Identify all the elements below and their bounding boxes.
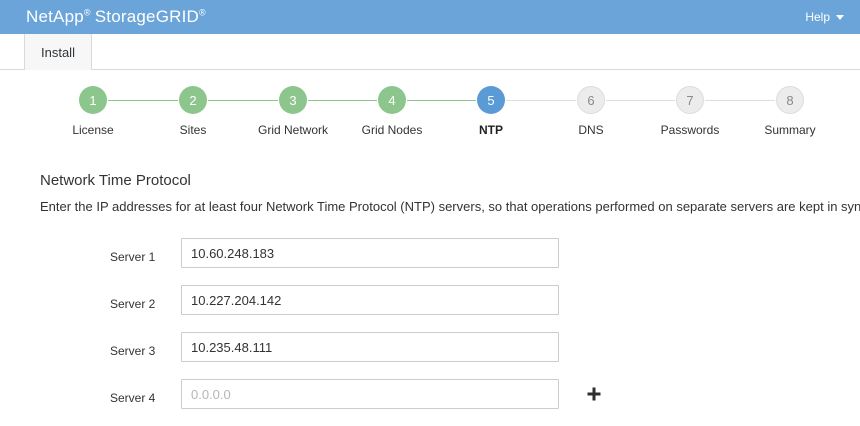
server-label: Server 4	[110, 391, 156, 405]
step-number-badge: 8	[776, 86, 804, 114]
step-label: Grid Nodes	[361, 123, 423, 137]
step-connector	[506, 100, 576, 101]
server-ip-input-4[interactable]	[181, 379, 559, 409]
step-number-badge: 6	[577, 86, 605, 114]
step-connector	[308, 100, 377, 101]
step-connector	[108, 100, 178, 101]
server-ip-input-2[interactable]	[181, 285, 559, 315]
step-number-badge: 2	[179, 86, 207, 114]
ntp-server-row: Server 4	[0, 379, 860, 426]
step-label: NTP	[479, 123, 503, 137]
ntp-server-form: Server 1 Server 2 Server 3 Server 4	[0, 238, 860, 426]
app-banner: NetApp®StorageGRID® Help	[0, 0, 860, 34]
ntp-server-row: Server 2	[0, 285, 860, 332]
step-number-badge: 7	[676, 86, 704, 114]
brand-storagegrid: StorageGRID	[94, 7, 199, 26]
step-number-badge: 1	[79, 86, 107, 114]
help-menu[interactable]: Help	[805, 0, 844, 34]
brand-logo: NetApp®StorageGRID®	[26, 7, 206, 27]
step-number-badge: 3	[279, 86, 307, 114]
step-number-badge: 4	[378, 86, 406, 114]
step-label: Summary	[764, 123, 816, 137]
step-label: Passwords	[660, 123, 720, 137]
page-title: Network Time Protocol	[40, 172, 191, 189]
ntp-server-row: Server 3	[0, 332, 860, 379]
help-label: Help	[805, 10, 830, 24]
tab-install-label: Install	[41, 44, 75, 60]
step-connector	[606, 100, 675, 101]
server-ip-input-3[interactable]	[181, 332, 559, 362]
step-number-badge: 5	[477, 86, 505, 114]
step-connector	[407, 100, 476, 101]
plus-icon	[587, 387, 601, 401]
netapp-registered-icon: ®	[83, 7, 91, 18]
add-server-button[interactable]	[584, 384, 604, 404]
page-description: Enter the IP addresses for at least four…	[40, 199, 860, 214]
server-label: Server 3	[110, 344, 156, 358]
brand-netapp: NetApp	[26, 7, 84, 26]
server-ip-input-1[interactable]	[181, 238, 559, 268]
step-connector	[705, 100, 775, 101]
server-label: Server 2	[110, 297, 156, 311]
server-label: Server 1	[110, 250, 156, 264]
step-label: Grid Network	[257, 123, 328, 137]
step-label: DNS	[578, 123, 604, 137]
storagegrid-registered-icon: ®	[199, 7, 206, 18]
step-label: License	[72, 123, 114, 137]
step-connector	[208, 100, 278, 101]
tab-strip: Install	[0, 34, 860, 70]
chevron-down-icon	[836, 14, 844, 20]
step-label: Sites	[179, 123, 207, 137]
tab-install[interactable]: Install	[24, 34, 92, 70]
ntp-server-row: Server 1	[0, 238, 860, 285]
